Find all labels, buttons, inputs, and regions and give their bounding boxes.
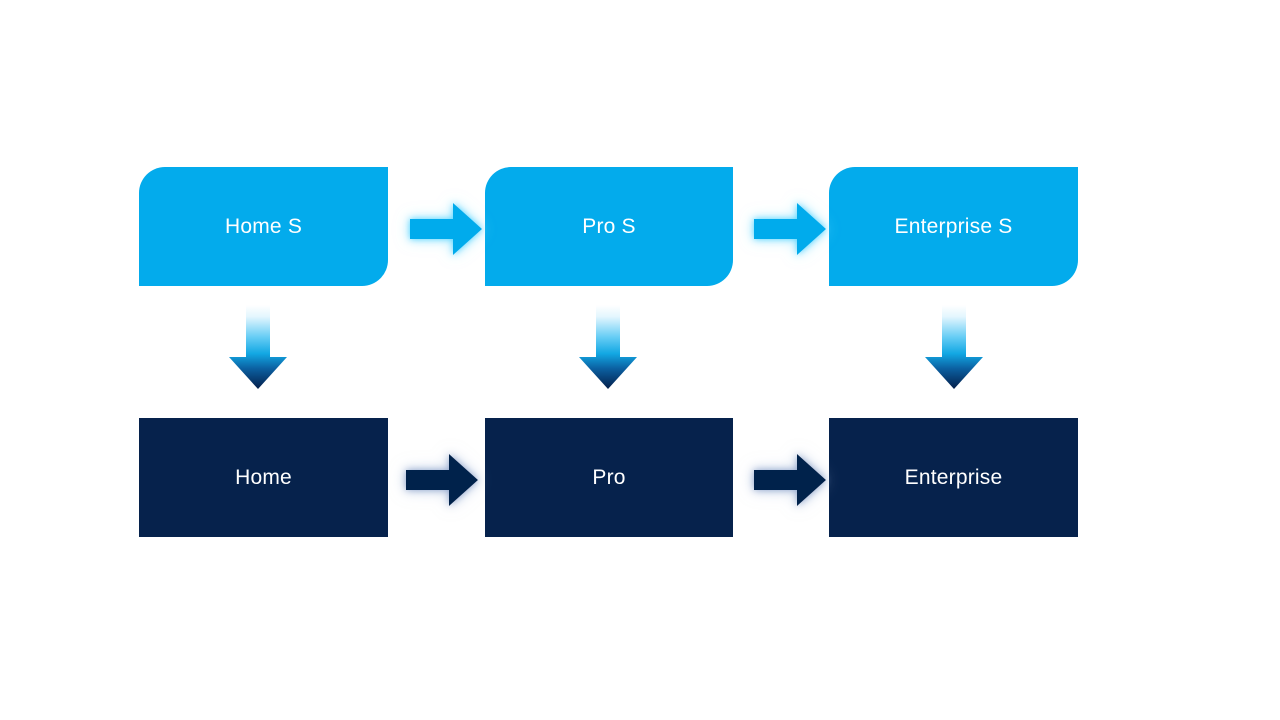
process-box-label: Home S (224, 215, 303, 238)
process-box-home-s[interactable]: Home S (139, 167, 388, 286)
arrow-pro-s-to-enterprise-s-icon (748, 198, 832, 260)
process-box-label: Enterprise (904, 466, 1003, 489)
process-box-home[interactable]: Home (139, 418, 388, 537)
process-box-enterprise-s[interactable]: Enterprise S (829, 167, 1078, 286)
process-box-pro-s[interactable]: Pro S (485, 167, 733, 286)
arrow-home-to-pro-icon (400, 449, 484, 511)
process-box-label: Pro S (582, 215, 636, 238)
process-box-label: Pro (592, 466, 626, 489)
arrow-home-s-to-home-icon (227, 305, 289, 391)
arrow-pro-to-enterprise-icon (748, 449, 832, 511)
arrow-home-s-to-pro-s-icon (404, 198, 488, 260)
arrow-enterprise-s-to-enterprise-icon (923, 305, 985, 391)
process-box-label: Enterprise S (894, 215, 1013, 238)
process-box-label: Home (235, 466, 292, 489)
process-box-enterprise[interactable]: Enterprise (829, 418, 1078, 537)
process-box-pro[interactable]: Pro (485, 418, 733, 537)
arrow-pro-s-to-pro-icon (577, 305, 639, 391)
